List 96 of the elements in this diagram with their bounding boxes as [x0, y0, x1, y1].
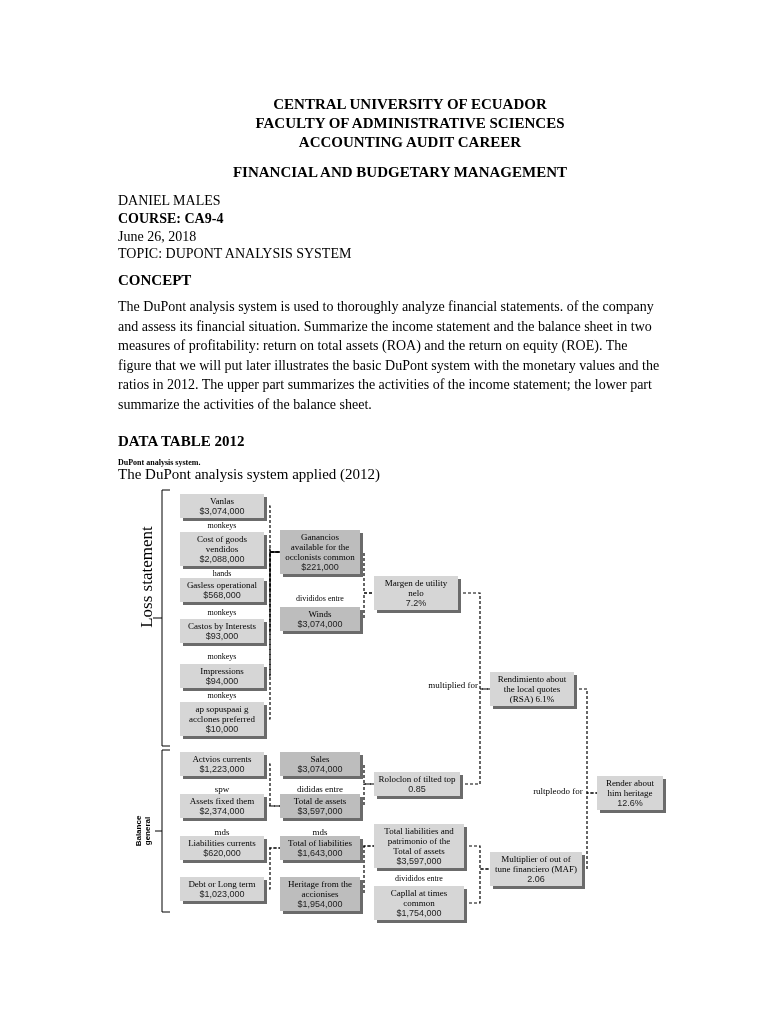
operator-text: dididas entre: [295, 784, 345, 794]
group-label: Balance general: [134, 814, 152, 849]
value-box: [597, 776, 663, 810]
box-label: Debt or Long term: [188, 879, 256, 889]
value-box: [490, 852, 582, 886]
value-box: [180, 752, 264, 776]
box-label: Rendimiento about the local quotes (RSA) 6.1%: [496, 674, 568, 704]
operator-text: rultpleodo for: [532, 786, 584, 796]
heading-text: CENTRAL UNIVERSITY OF ECUADOR: [272, 95, 548, 114]
box-value: $3,074,000: [297, 764, 343, 774]
box-value: 12.6%: [617, 798, 643, 808]
box-value: $3,597,000: [396, 856, 442, 866]
value-box: [280, 877, 360, 911]
course-text: COURSE: CA9-4: [118, 210, 225, 228]
diagram-title: The DuPont analysis system applied (2012): [118, 466, 381, 483]
value-box: [180, 702, 264, 736]
box-value: $10,000: [205, 724, 239, 734]
heading-text: FINANCIAL AND BUDGETARY MANAGEMENT: [231, 163, 569, 182]
author-name: DANIEL MALES: [118, 192, 222, 210]
box-label: Total de assets: [293, 796, 347, 806]
value-box: [374, 576, 458, 610]
heading-text: ACCOUNTING AUDIT CAREER: [297, 133, 523, 152]
box-value: $221,000: [301, 562, 339, 572]
box-label: ap sopuspaai g acclones preferred: [187, 704, 257, 724]
box-value: $3,074,000: [199, 506, 245, 516]
value-box: [180, 494, 264, 518]
value-box: [490, 672, 574, 706]
box-value: $1,643,000: [297, 848, 343, 858]
value-box: [180, 877, 264, 901]
box-value: 7.2%: [405, 598, 427, 608]
box-label: Impressions: [200, 666, 244, 676]
value-box: [180, 532, 264, 566]
value-box: [280, 530, 360, 574]
box-label: Vanlas: [210, 496, 234, 506]
operator-text: hands: [211, 569, 233, 578]
operator-text: monkeys: [206, 691, 238, 700]
box-label: Roloclon of tilted top: [378, 774, 456, 784]
value-box: [374, 772, 460, 796]
value-box: [280, 794, 360, 818]
operator-text: spw: [213, 784, 231, 794]
box-label: Ganancios available for the occlonists common: [284, 532, 356, 562]
value-box: [280, 836, 360, 860]
section-heading: DATA TABLE 2012: [118, 432, 246, 451]
box-label: Actvios currents: [192, 754, 252, 764]
box-value: $1,954,000: [297, 899, 343, 909]
value-box: [180, 664, 264, 688]
value-box: [180, 619, 264, 643]
operator-text: divididos entre: [295, 594, 345, 603]
box-label: Assets fixed them: [189, 796, 255, 806]
operator-text: multiplied for: [427, 680, 478, 690]
box-value: $2,374,000: [199, 806, 245, 816]
section-heading: CONCEPT: [118, 271, 193, 290]
box-value: $2,088,000: [199, 554, 245, 564]
box-value: 2.06: [527, 874, 545, 884]
value-box: [374, 824, 464, 868]
box-label: Total of liabilities: [288, 838, 352, 848]
box-value: $620,000: [203, 848, 241, 858]
value-box: [180, 578, 264, 602]
value-box: [280, 752, 360, 776]
concept-paragraph: The DuPont analysis system is used to thoroughly analyze financial statements. of the company and assess its financial situation. Summarize the income statement and the balance sheet in two measures of profitability: return on total assets (ROA) and the return on equity (ROE). The figure that we will put later illustrates the basic DuPont system with the monetary values and the ratios in 2012. The upper part summarizes the activities of the income statement; the lower part summarize the activities of the balance sheet.: [118, 298, 661, 414]
box-value: $93,000: [205, 631, 239, 641]
box-value: $568,000: [203, 590, 241, 600]
box-value: $1,754,000: [396, 908, 442, 918]
box-label: Capllal at times common: [389, 888, 449, 908]
box-label: Heritage from the accionises: [287, 879, 353, 899]
box-label: Cost of goods vendidos: [196, 534, 248, 554]
box-value: $3,597,000: [297, 806, 343, 816]
value-box: [280, 607, 360, 631]
value-box: [374, 886, 464, 920]
operator-text: mds: [311, 827, 329, 837]
operator-text: mds: [213, 827, 231, 837]
figure-caption: DuPont analysis system.: [118, 458, 202, 467]
box-label: Render about him heritage: [604, 778, 656, 798]
box-label: Gasless operational: [186, 580, 258, 590]
box-value: 0.85: [408, 784, 426, 794]
box-label: Margen de utility nelo: [383, 578, 449, 598]
value-box: [180, 836, 264, 860]
box-value: $3,074,000: [297, 619, 343, 629]
box-label: Total liabilities and patrimonio of the Total of assets: [383, 826, 455, 856]
box-label: Liabilities currents: [188, 838, 256, 848]
operator-text: monkeys: [206, 608, 238, 617]
value-box: [180, 794, 264, 818]
group-label: Loss statement: [137, 525, 157, 630]
operator-text: divididos entre: [394, 874, 444, 883]
operator-text: monkeys: [206, 521, 238, 530]
operator-text: monkeys: [206, 652, 238, 661]
box-label: Sales: [310, 754, 330, 764]
box-label: Winds: [308, 609, 332, 619]
date-text: June 26, 2018: [118, 228, 198, 246]
box-value: $94,000: [205, 676, 239, 686]
heading-text: FACULTY OF ADMINISTRATIVE SCIENCES: [254, 114, 566, 133]
box-value: $1,223,000: [199, 764, 245, 774]
box-label: Multiplier of out of tune financiero (MAF): [494, 854, 578, 874]
box-label: Castos by Interests: [188, 621, 256, 631]
box-value: $1,023,000: [199, 889, 245, 899]
topic-text: TOPIC: DUPONT ANALYSIS SYSTEM: [118, 245, 353, 263]
